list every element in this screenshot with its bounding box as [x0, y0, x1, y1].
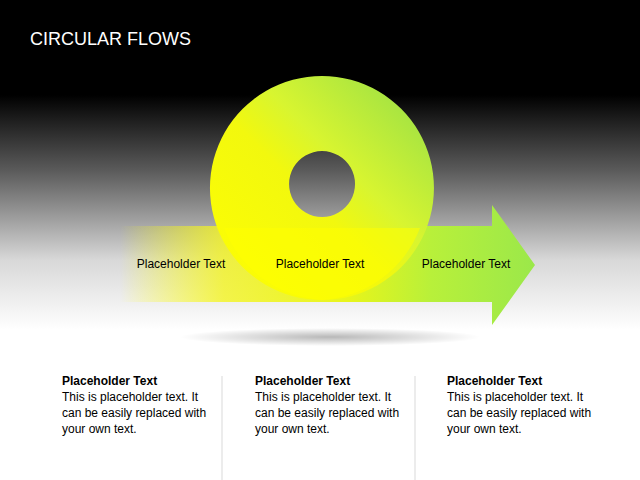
slide-title: CIRCULAR FLOWS	[30, 29, 191, 50]
arrow-label: Placeholder Text	[422, 257, 511, 271]
column-separator	[222, 376, 223, 480]
drop-shadow	[180, 328, 480, 346]
circular-loop	[210, 76, 434, 300]
arrow-label: Placeholder Text	[276, 257, 365, 271]
column-body: This is placeholder text. It can be easi…	[62, 389, 212, 437]
column-body: This is placeholder text. It can be easi…	[255, 389, 405, 437]
text-column: Placeholder TextThis is placeholder text…	[62, 373, 212, 437]
column-body: This is placeholder text. It can be easi…	[447, 389, 597, 437]
text-column: Placeholder TextThis is placeholder text…	[255, 373, 405, 437]
loop-highlight	[224, 228, 420, 300]
column-heading: Placeholder Text	[255, 373, 405, 389]
arrow-label: Placeholder Text	[137, 257, 226, 271]
column-heading: Placeholder Text	[447, 373, 597, 389]
column-separator	[415, 376, 416, 480]
text-column: Placeholder TextThis is placeholder text…	[447, 373, 597, 437]
column-heading: Placeholder Text	[62, 373, 212, 389]
flow-band: Placeholder Text Placeholder Text Placehol…	[120, 226, 535, 302]
